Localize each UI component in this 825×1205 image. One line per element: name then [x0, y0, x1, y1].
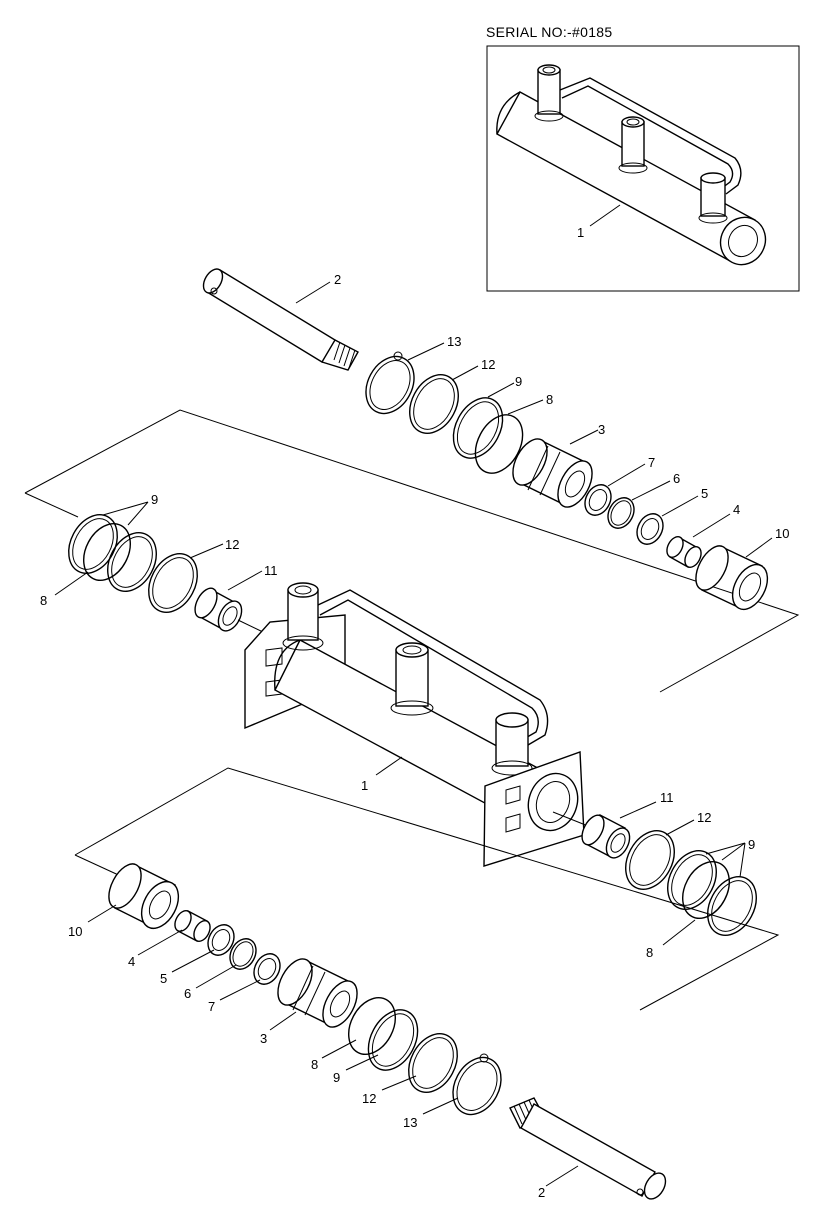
- main-cylinder-tube: [244, 582, 585, 867]
- upper-piston: [512, 438, 593, 508]
- callout-lower-13: 13: [403, 1115, 417, 1130]
- callout-right-9: 9: [748, 837, 755, 852]
- right-o-ring-8: [682, 861, 730, 919]
- callout-upper-13: 13: [447, 334, 461, 349]
- lower-bushing: [174, 910, 211, 942]
- callout-upper-5: 5: [701, 486, 708, 501]
- left-seal-9b: [107, 532, 157, 592]
- callout-upper-12: 12: [481, 357, 495, 372]
- callout-inset-1: 1: [577, 225, 584, 240]
- upper-piston-rod: [202, 268, 359, 371]
- lower-guide-frame: [74, 767, 780, 1011]
- left-seal-9a: [68, 514, 118, 574]
- callout-right-11: 11: [660, 790, 674, 805]
- inset-cylinder-tube: [496, 64, 767, 266]
- inset-frame: [486, 45, 800, 292]
- callout-lower-3: 3: [260, 1031, 267, 1046]
- callout-lower-6: 6: [184, 986, 191, 1001]
- upper-snap-ring: [365, 351, 415, 415]
- callout-upper-7: 7: [648, 455, 655, 470]
- lower-snap-ring: [452, 1053, 502, 1116]
- callout-lower-8: 8: [311, 1057, 318, 1072]
- upper-ring-6: [607, 497, 635, 529]
- callout-upper-4: 4: [733, 502, 740, 517]
- upper-gland: [695, 545, 769, 611]
- callout-upper-8: 8: [546, 392, 553, 407]
- lower-backup-ring-12: [408, 1033, 458, 1093]
- callout-upper-10: 10: [775, 526, 789, 541]
- callout-lower-12: 12: [362, 1091, 376, 1106]
- lower-ring-7: [253, 953, 281, 985]
- callout-left-11: 11: [264, 563, 278, 578]
- callout-upper-6: 6: [673, 471, 680, 486]
- lower-piston-rod: [509, 1097, 667, 1200]
- right-seal-9a: [667, 850, 717, 910]
- lower-piston: [277, 958, 358, 1028]
- lower-gland: [108, 863, 180, 930]
- leader-inset-1: [589, 204, 621, 227]
- upper-seal-9: [452, 397, 504, 459]
- serial-number-label: SERIAL NO:-#0185: [486, 24, 612, 40]
- left-backup-ring-12: [148, 553, 198, 613]
- right-bushing-11: [581, 814, 631, 859]
- lower-seal-9: [367, 1009, 419, 1071]
- callout-lower-2: 2: [538, 1185, 545, 1200]
- callout-lower-10: 10: [68, 924, 82, 939]
- left-o-ring-8: [83, 523, 131, 581]
- upper-backup-ring: [409, 374, 459, 434]
- callout-upper-9: 9: [515, 374, 522, 389]
- lower-ring-5: [207, 924, 235, 956]
- callout-right-12: 12: [697, 810, 711, 825]
- callout-left-12: 12: [225, 537, 239, 552]
- right-backup-ring-12: [625, 830, 675, 890]
- callout-left-9: 9: [151, 492, 158, 507]
- callout-upper-3: 3: [598, 422, 605, 437]
- lower-ring-6: [229, 938, 257, 970]
- upper-o-ring-8: [474, 414, 524, 474]
- left-bushing-11: [194, 587, 243, 632]
- callout-lower-5: 5: [160, 971, 167, 986]
- upper-bushing: [666, 536, 702, 568]
- callout-lower-9: 9: [333, 1070, 340, 1085]
- callout-lower-4: 4: [128, 954, 135, 969]
- callout-upper-2: 2: [334, 272, 341, 287]
- right-seal-9b: [707, 876, 757, 936]
- callout-right-8: 8: [646, 945, 653, 960]
- upper-ring-5: [636, 513, 664, 545]
- upper-guide-frame: [24, 409, 800, 693]
- callout-main-1: 1: [361, 778, 368, 793]
- lower-o-ring-8: [348, 997, 396, 1055]
- upper-ring-7: [584, 484, 612, 516]
- callout-lower-7: 7: [208, 999, 215, 1014]
- callout-left-8: 8: [40, 593, 47, 608]
